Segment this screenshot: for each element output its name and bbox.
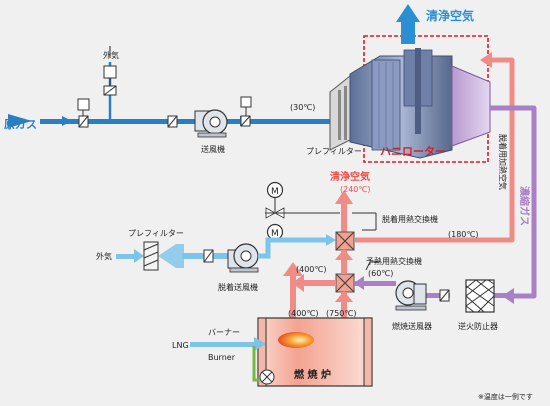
desorption-heating-air-label: 脱着用加熱空気 (498, 134, 508, 190)
incinerator-vessel (257, 317, 373, 387)
temp-400b-label: (400℃) (288, 309, 319, 318)
prefilter-lower-label: プレフィルター (128, 229, 184, 238)
raw-gas-label: 原ガス (4, 117, 37, 131)
text-layer: 清浄空気 外気 原ガス 送風機 (30℃) プレフィルター ハニローター 脱着用… (4, 8, 533, 401)
preheat-outflow-line (292, 274, 336, 292)
desorption-blower-fan (227, 243, 259, 273)
burner-jp-label: バーナー (208, 328, 240, 337)
desorption-hx-label: 脱着用熱交換機 (382, 214, 438, 224)
damper-valve-6 (439, 289, 450, 302)
concentrated-gas-line (490, 105, 537, 304)
concentrated-gas-label: 濃縮ガス (518, 186, 531, 226)
temp-400a-label: (400℃) (296, 265, 327, 274)
damper-valve-3 (167, 115, 178, 128)
temp-30-label: (30℃) (290, 103, 315, 112)
outside-air-top-label: 外気 (103, 50, 119, 60)
damper-valve-2 (77, 98, 90, 128)
temp-240-label: (240℃) (340, 185, 371, 194)
combustion-air-line (354, 276, 506, 298)
temp-180-label: (180℃) (448, 230, 479, 239)
footnote-label: ※温度は一例です (478, 392, 533, 401)
motor-2-label: M (271, 229, 279, 239)
bracket-lines (352, 212, 380, 271)
flame (278, 332, 314, 348)
clean-air-mid-label: 清浄空気 (330, 170, 370, 183)
preheat-hx-label: 予熱用熱交換機 (366, 256, 422, 266)
lower-air-intake-line (116, 244, 238, 268)
furnace-side-hot-line (283, 262, 303, 320)
incinerator-label: 燃 焼 炉 (294, 368, 331, 381)
burner-en-label: Burner (208, 353, 236, 362)
clean-air-top-label: 清浄空気 (426, 8, 474, 23)
temp-60-label: (60℃) (368, 269, 393, 278)
burner-gas-line (190, 337, 266, 382)
outside-air-lower-label: 外気 (96, 251, 112, 261)
motor-1-label: M (271, 187, 279, 197)
honeycomb-rotor-label: ハニローター (380, 145, 446, 158)
prefilter-top-label: プレフィルター (306, 147, 362, 156)
raw-gas-inlet-arrow (8, 114, 32, 128)
hot-gas-riser (335, 249, 353, 320)
preheat-heat-exchanger (335, 273, 355, 293)
motor-units (265, 181, 340, 241)
damper-valve-4 (240, 96, 252, 127)
damper-valve-5 (203, 249, 214, 263)
blower-fan (194, 109, 228, 138)
clean-air-exhaust (396, 4, 420, 44)
lng-label: LNG (172, 341, 189, 350)
combustion-blower-fan (395, 280, 427, 311)
flame-arrester-label: 逆火防止器 (458, 321, 498, 331)
desorption-blower-label: 脱着送風機 (218, 282, 258, 292)
prefilter-lower (143, 241, 159, 271)
flame-arrester-box (465, 279, 495, 313)
clean-air-stack-mid (335, 190, 353, 238)
prefilter-top (329, 74, 351, 151)
damper-valve-1 (103, 65, 117, 96)
combustion-blower-label: 燃焼送風器 (392, 321, 432, 331)
desorption-heat-exchanger (335, 231, 355, 251)
honeycomb-rotor (349, 48, 491, 159)
temp-750-label: (750℃) (326, 309, 357, 318)
desorption-air-line (258, 234, 336, 259)
blower-label: 送風機 (201, 144, 225, 154)
desorption-heating-air-line (355, 52, 515, 243)
